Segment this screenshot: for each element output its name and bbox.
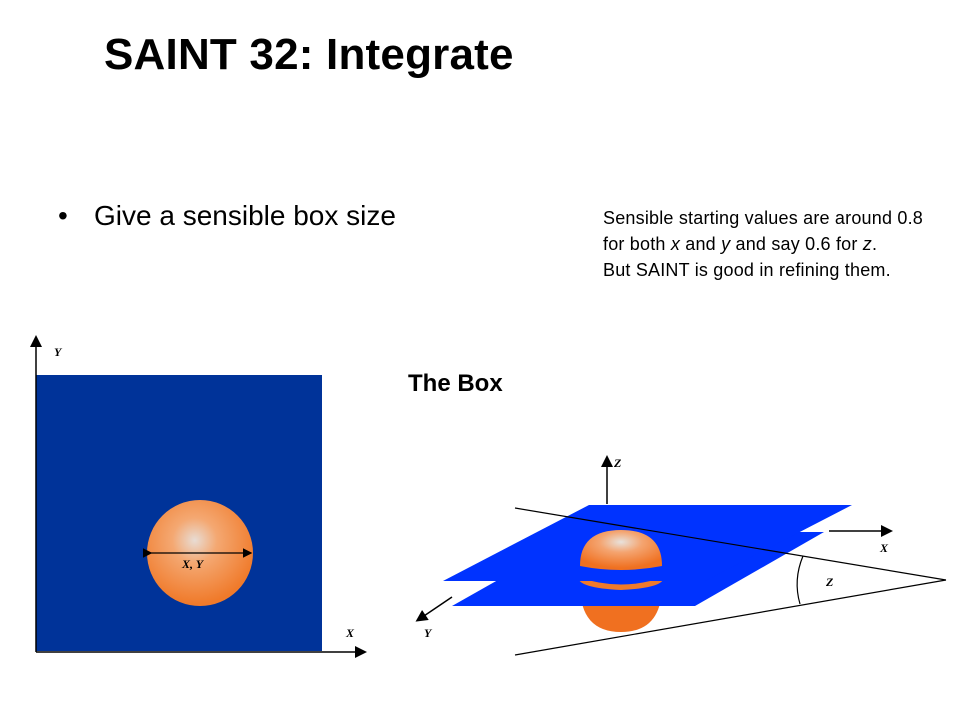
angle-arc — [796, 555, 804, 605]
y-axis-label-3d: Y — [424, 626, 433, 640]
angle-label-3d: Z — [825, 575, 834, 589]
note-line2b: . — [871, 234, 878, 254]
figure-2d: Y X X, Y — [30, 335, 367, 658]
y-axis-3d — [415, 596, 453, 622]
note-line1a: Sensible starting values are around 0.8 … — [603, 208, 923, 254]
sphere-upper-3d — [580, 530, 662, 570]
x-axis-label-3d: X — [879, 541, 889, 555]
bullet-text: Give a sensible box size — [94, 200, 396, 231]
note-x: x — [670, 234, 681, 254]
note-y: y — [721, 234, 731, 254]
note-line2a: and say 0.6 for — [730, 234, 863, 254]
z-axis-label-3d: Z — [613, 456, 622, 470]
slide-title: SAINT 32: Integrate — [104, 30, 514, 79]
bullet-symbol: • — [58, 200, 68, 231]
note-text: Sensible starting values are around 0.8 … — [603, 205, 923, 283]
note-line1b: and — [680, 234, 722, 254]
sphere-middle-3d — [578, 577, 664, 590]
sphere-label-2d: X, Y — [181, 557, 205, 571]
box-label: The Box — [408, 370, 503, 397]
y-axis-label-2d: Y — [54, 345, 63, 359]
figure-3d: Z X Y Z — [415, 455, 947, 656]
x-axis-label-2d: X — [345, 626, 355, 640]
angle-line-lower — [514, 579, 947, 656]
bullet-item: • Give a sensible box size — [58, 200, 396, 232]
angle-line-upper — [514, 507, 947, 581]
note-line3: But SAINT is good in refining them. — [603, 260, 891, 280]
note-z: z — [862, 234, 872, 254]
